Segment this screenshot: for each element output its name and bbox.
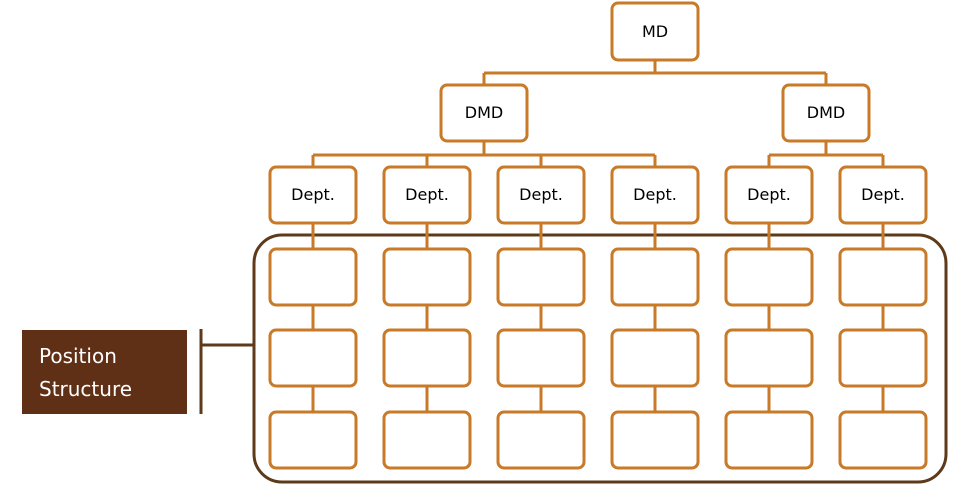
dmd-label-left: DMD — [465, 103, 503, 122]
position-structure-label-line1: Position — [39, 344, 117, 368]
dept-label-1: Dept. — [291, 185, 335, 204]
md-box — [610, 1, 700, 62]
dept-label-4: Dept. — [633, 185, 677, 204]
position-box-col4-row2 — [610, 328, 700, 388]
position-box-col4-row1 — [610, 247, 700, 307]
position-structure-label-line2: Structure — [39, 377, 133, 401]
dept-box-4 — [610, 165, 700, 225]
dept-label-6: Dept. — [861, 185, 905, 204]
position-box-col2-row3 — [382, 410, 472, 470]
position-structure-frame — [252, 233, 948, 484]
position-box-col3-row1 — [496, 247, 586, 307]
dept-box-3 — [496, 165, 586, 225]
dept-label-2: Dept. — [405, 185, 449, 204]
dmd-box-right — [781, 83, 871, 143]
dmd-box-left — [439, 83, 529, 143]
dept-box-5 — [724, 165, 814, 225]
dept-box-2 — [382, 165, 472, 225]
dmd-label-right: DMD — [807, 103, 845, 122]
dept-box-6 — [838, 165, 928, 225]
position-box-col6-row2 — [838, 328, 928, 388]
position-box-col2-row2 — [382, 328, 472, 388]
position-box-col2-row1 — [382, 247, 472, 307]
position-box-col1-row2 — [268, 328, 358, 388]
position-box-col4-row3 — [610, 410, 700, 470]
position-box-col6-row3 — [838, 410, 928, 470]
dept-label-3: Dept. — [519, 185, 563, 204]
position-box-col1-row3 — [268, 410, 358, 470]
dept-box-1 — [268, 165, 358, 225]
dept-label-5: Dept. — [747, 185, 791, 204]
position-box-col1-row1 — [268, 247, 358, 307]
position-box-col5-row2 — [724, 328, 814, 388]
position-box-col3-row3 — [496, 410, 586, 470]
position-box-col5-row3 — [724, 410, 814, 470]
md-label: MD — [642, 22, 668, 41]
position-structure-label: Position Structure — [22, 330, 187, 414]
position-box-col6-row1 — [838, 247, 928, 307]
position-box-col5-row1 — [724, 247, 814, 307]
position-box-col3-row2 — [496, 328, 586, 388]
